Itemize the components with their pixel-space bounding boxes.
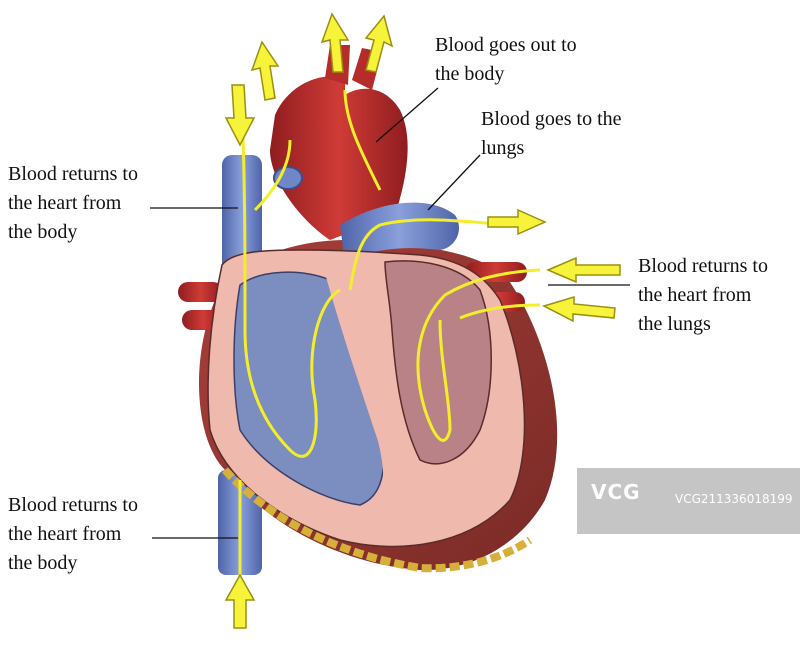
label-blood-returns-lungs: Blood returns to the heart from the lung…: [638, 255, 768, 335]
arrow-to-lungs: [487, 208, 547, 236]
label-blood-out-to-body: Blood goes out to the body: [435, 34, 577, 85]
arrow-from-lungs-lower: [542, 295, 616, 323]
leader-lines: [150, 87, 630, 539]
leader-to-lungs: [427, 154, 481, 211]
arrow-up-right: [364, 14, 394, 73]
arrow-down-vena: [224, 84, 256, 147]
label-blood-to-lungs: Blood goes to the lungs: [481, 108, 622, 159]
leader-out-body: [375, 87, 439, 143]
arrow-up-mid: [320, 12, 350, 73]
arrow-from-lungs-upper: [546, 256, 621, 284]
arrow-up-bottom: [224, 573, 256, 629]
aorta: [270, 76, 408, 240]
label-blood-returns-body-top: Blood returns to the heart from the body: [8, 163, 138, 243]
pulmonary-vein-left-upper: [178, 282, 223, 302]
coronary-fat: [222, 467, 533, 573]
septum: [323, 263, 398, 535]
arrow-up-left: [250, 40, 280, 101]
watermark-logo: VCG: [591, 480, 641, 504]
watermark: VCG VCG211336018199: [577, 468, 800, 534]
watermark-id: VCG211336018199: [675, 492, 793, 506]
pulmonary-artery: [340, 202, 460, 262]
label-blood-returns-body-bottom: Blood returns to the heart from the body: [8, 494, 138, 574]
flow-arrows: [224, 12, 621, 629]
